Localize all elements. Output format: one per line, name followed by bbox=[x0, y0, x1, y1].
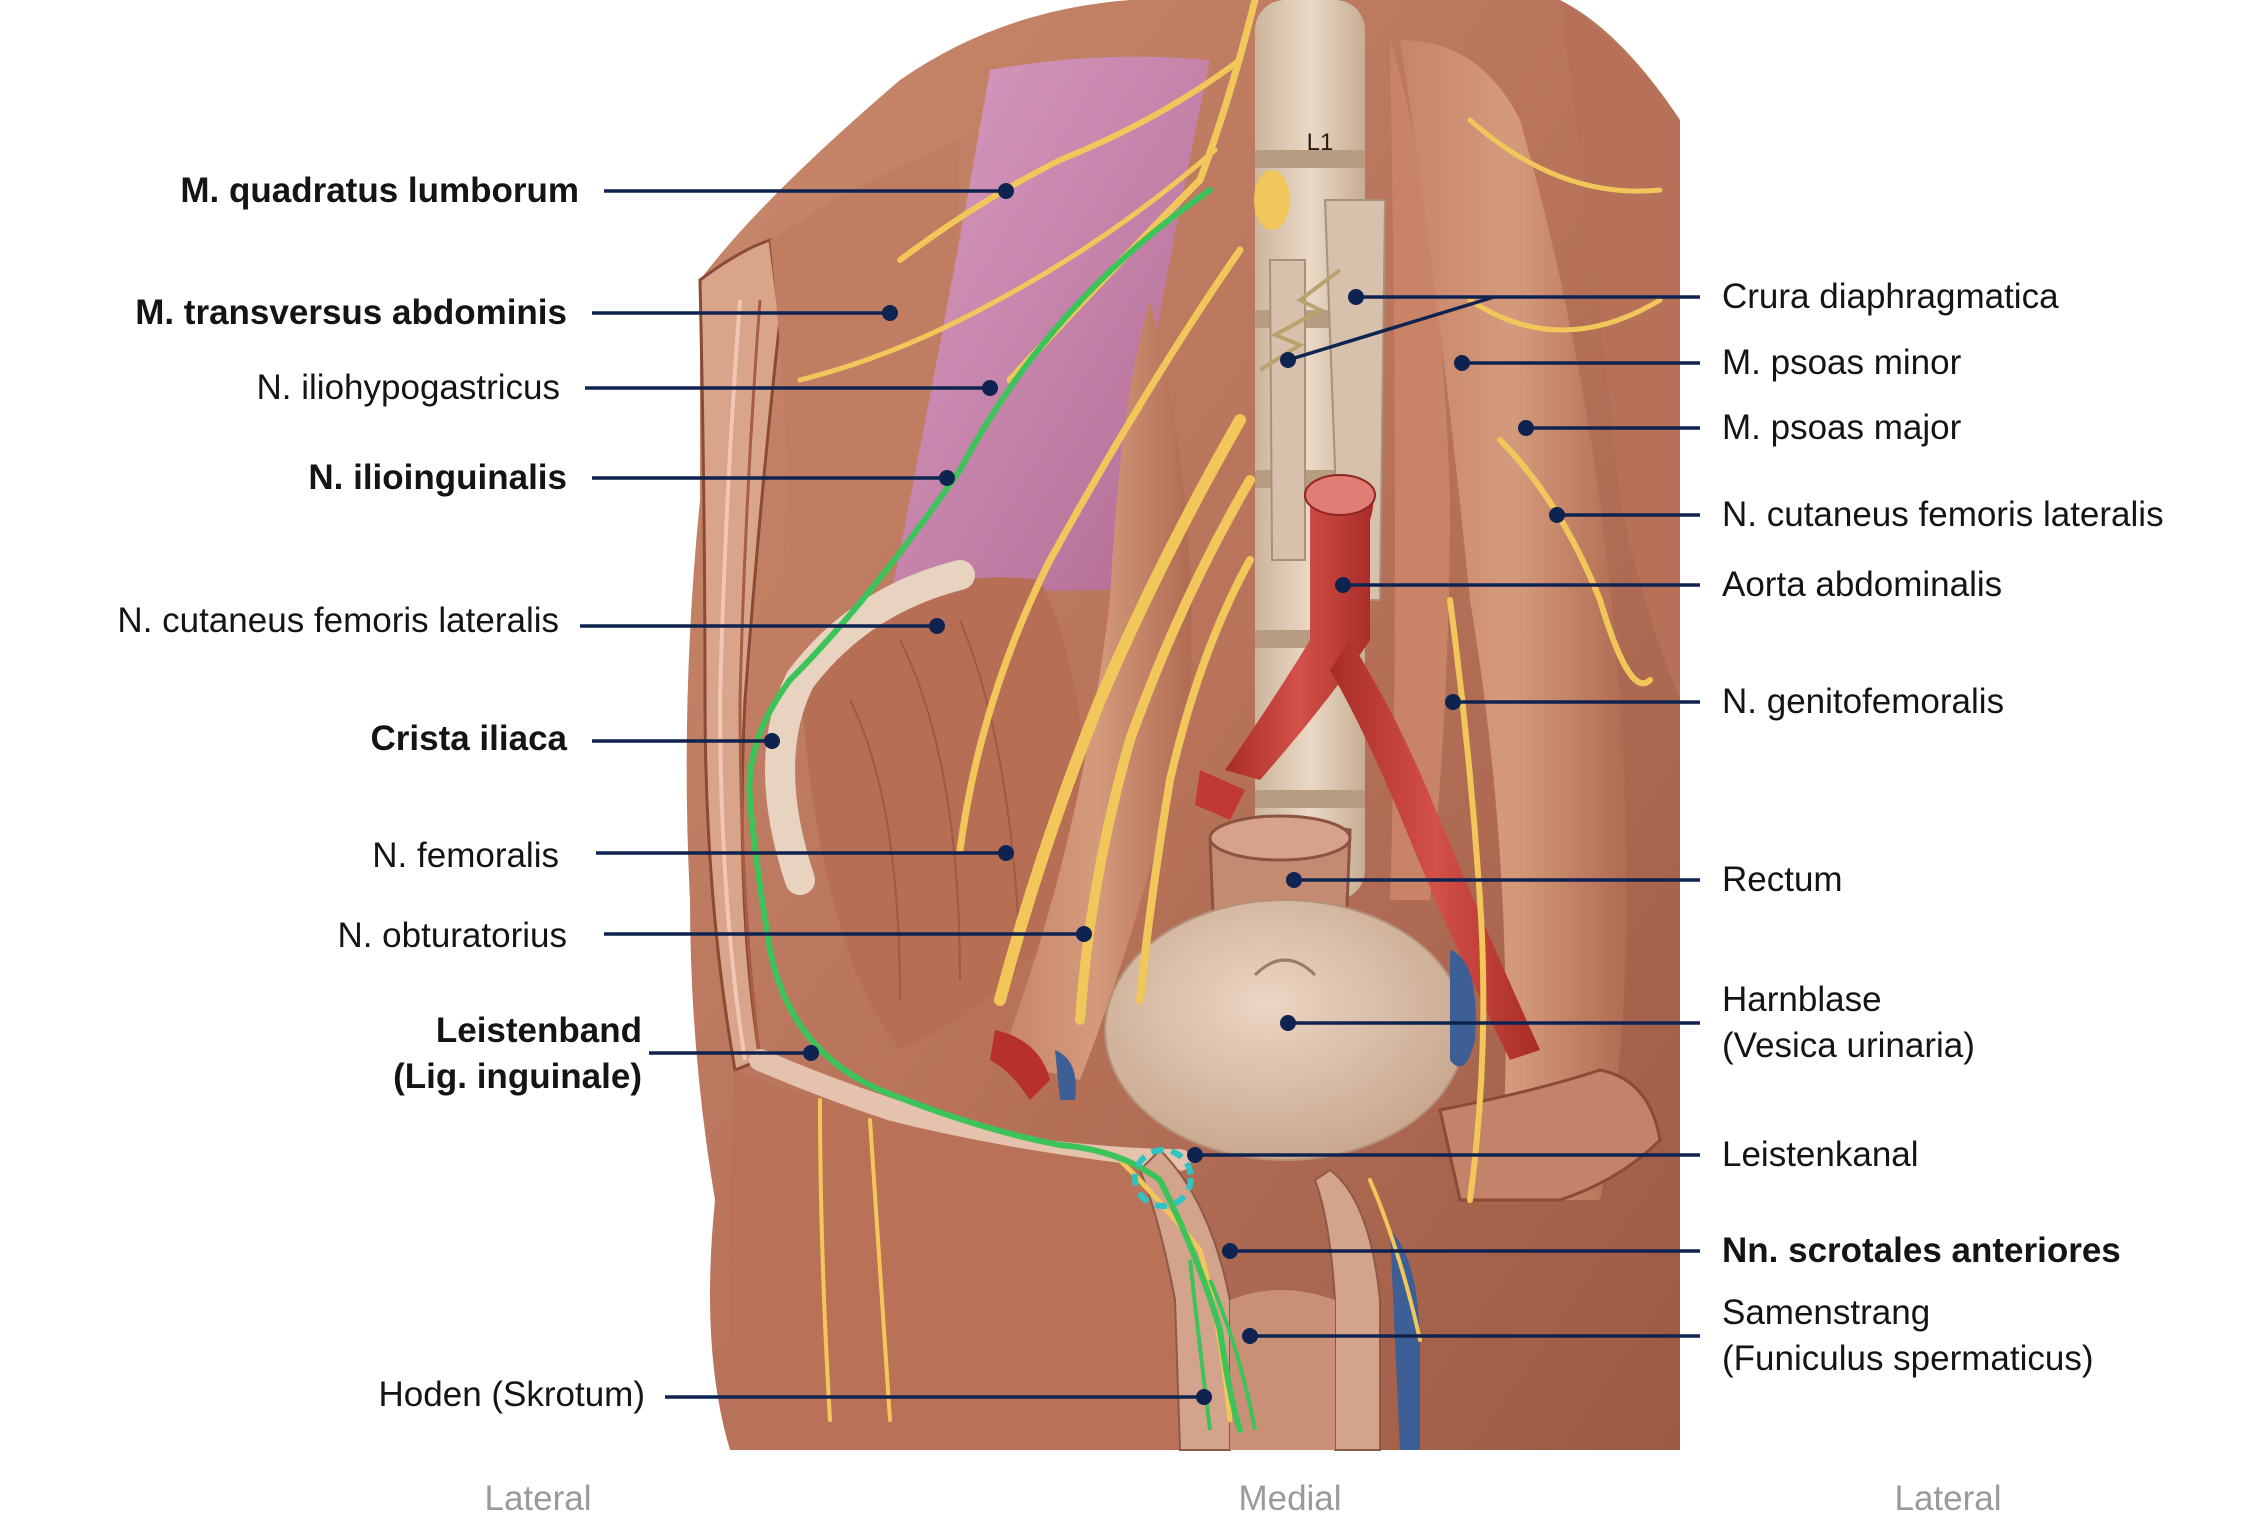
label-transversus-abdominis: M. transversus abdominis bbox=[135, 293, 567, 332]
iliac-crest-bone bbox=[765, 560, 975, 895]
leader-dots bbox=[764, 183, 1565, 1405]
label-cutaneus-femoris-lateralis-right: N. cutaneus femoris lateralis bbox=[1722, 495, 2164, 534]
label-samenstrang-line1: Samenstrang bbox=[1722, 1293, 1931, 1332]
orientation-medial: Medial bbox=[1238, 1479, 1342, 1518]
right-abdominal-flap bbox=[1438, 1068, 1662, 1202]
label-hoden: Hoden (Skrotum) bbox=[378, 1375, 645, 1414]
label-femoralis: N. femoralis bbox=[372, 836, 559, 875]
vein-left bbox=[1055, 1050, 1076, 1100]
inguinal-ring-marker bbox=[1132, 1147, 1194, 1209]
abdominal-aorta bbox=[1225, 480, 1374, 780]
label-harnblase-line1: Harnblase bbox=[1722, 980, 1882, 1019]
label-harnblase-line2: (Vesica urinaria) bbox=[1722, 1026, 1975, 1065]
label-leistenband-line2: (Lig. inguinale) bbox=[393, 1057, 642, 1096]
label-harnblase: Harnblase (Vesica urinaria) bbox=[1722, 977, 1975, 1069]
lumbar-ganglion bbox=[1254, 170, 1290, 230]
label-genitofemoralis: N. genitofemoralis bbox=[1722, 682, 2005, 721]
label-quadratus-lumborum: M. quadratus lumborum bbox=[180, 171, 579, 210]
vertebra-l1-label: L1 bbox=[1307, 129, 1334, 156]
orientation-lateral-right: Lateral bbox=[1894, 1479, 2002, 1518]
label-rectum: Rectum bbox=[1722, 860, 1843, 899]
label-leistenband: Leistenband (Lig. inguinale) bbox=[393, 1008, 642, 1100]
label-samenstrang: Samenstrang (Funiculus spermaticus) bbox=[1722, 1290, 2094, 1382]
label-aorta-abdominalis: Aorta abdominalis bbox=[1722, 565, 2003, 604]
label-ilioinguinalis: N. ilioinguinalis bbox=[308, 458, 567, 497]
leader-lines bbox=[580, 189, 1700, 1399]
label-samenstrang-line2: (Funiculus spermaticus) bbox=[1722, 1339, 2094, 1378]
label-crura-diaphragmatica: Crura diaphragmatica bbox=[1722, 277, 2059, 316]
label-cutaneus-femoris-lateralis-left: N. cutaneus femoris lateralis bbox=[117, 601, 559, 640]
sympathetic-trunk bbox=[1258, 268, 1342, 372]
lower-abdominal-wall bbox=[728, 1070, 1200, 1450]
label-psoas-major: M. psoas major bbox=[1722, 408, 1962, 447]
vein-right bbox=[1450, 950, 1476, 1067]
psoas-minor-right bbox=[1390, 40, 1450, 900]
label-leistenkanal: Leistenkanal bbox=[1722, 1135, 1919, 1174]
external-iliac-artery-left bbox=[990, 1030, 1050, 1100]
label-obturatorius: N. obturatorius bbox=[337, 916, 567, 955]
scrotum bbox=[1230, 1290, 1335, 1450]
inguinal-ligament-band bbox=[749, 1049, 1191, 1171]
label-iliohypogastricus: N. iliohypogastricus bbox=[256, 368, 560, 407]
spermatic-cord-right bbox=[1313, 1168, 1381, 1451]
label-scrotales-anteriores: Nn. scrotales anteriores bbox=[1722, 1231, 2121, 1270]
vein-lower-right bbox=[1390, 1230, 1420, 1450]
psoas-major-left bbox=[1000, 300, 1192, 1080]
label-leistenband-line1: Leistenband bbox=[435, 1011, 642, 1050]
label-crista-iliaca: Crista iliaca bbox=[370, 719, 568, 758]
orientation-lateral-left: Lateral bbox=[484, 1479, 592, 1518]
common-iliac-artery-right bbox=[1330, 640, 1540, 1060]
label-psoas-minor: M. psoas minor bbox=[1722, 343, 1962, 382]
